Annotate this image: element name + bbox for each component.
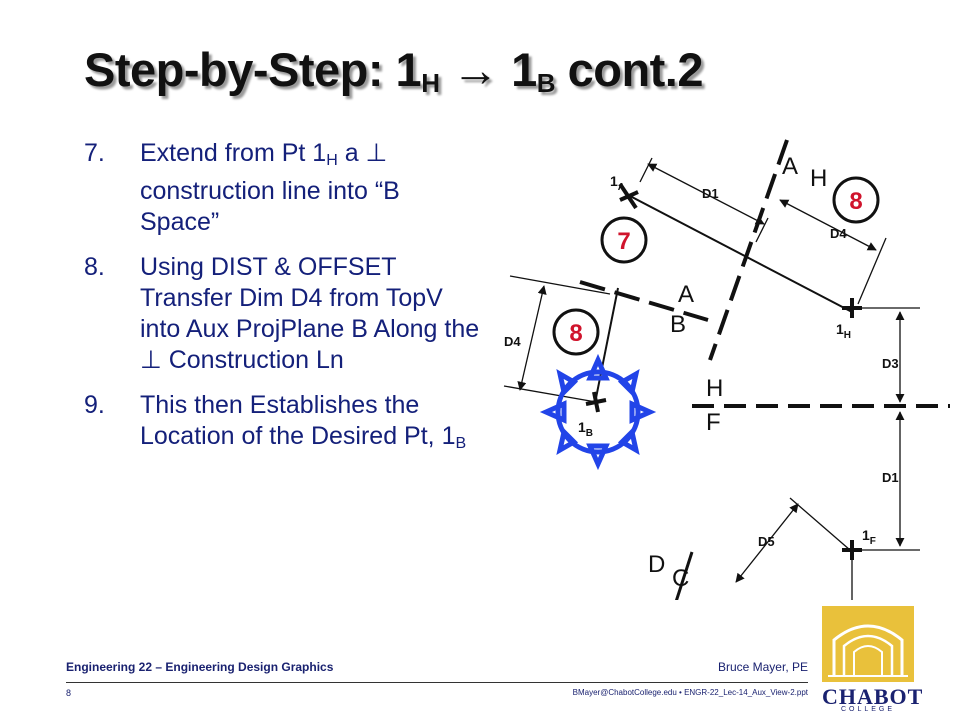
label-1h: 1H [836,321,851,341]
label-plane-a-mid: A [678,281,694,308]
label-d4-left: D4 [504,334,521,349]
callout-8-top: 8 [832,176,880,224]
fold-line-dc [674,551,694,600]
label-plane-b-mid: B [670,311,686,338]
page-number: 8 [66,688,72,698]
star-burst-icon [539,353,657,471]
logo-name: CHABOT [822,684,924,709]
callout-7: 7 [600,216,648,264]
step-list: 7. Extend from Pt 1H a ⊥ construction li… [84,138,484,473]
label-1a: 1A [610,173,625,193]
label-d3: D3 [882,356,899,371]
footer-file: BMayer@ChabotCollege.edu • ENGR-22_Lec-1… [572,688,808,697]
step-item-7: 7. Extend from Pt 1H a ⊥ construction li… [84,139,400,236]
label-1f: 1F [862,527,876,547]
label-plane-c: C [672,565,689,592]
auxiliary-view-diagram: 8 7 8 1A D1 A H D4 1H A B D4 1B D3 H F D… [503,139,950,600]
label-plane-h-top: H [810,165,827,192]
footer-author: Bruce Mayer, PE [717,660,808,674]
label-1b: 1B [578,419,593,439]
callout-8-left: 8 [552,308,600,356]
chabot-logo-icon [822,606,914,682]
svg-text:8: 8 [849,188,862,215]
label-plane-a-top: A [782,153,798,180]
fold-line-ab [579,280,709,322]
slide-title: Step-by-Step: 1H → 1B cont.2 [84,43,703,98]
svg-text:8: 8 [569,320,582,347]
label-plane-h-right: H [706,375,723,402]
svg-text:7: 7 [617,228,630,255]
label-d1-top: D1 [702,186,719,201]
step-item-8: 8. Using DIST & OFFSET Transfer Dim D4 f… [84,253,480,374]
label-d4-top: D4 [830,226,847,241]
step-item-9: 9. This then Establishes the Location of… [84,391,467,452]
logo-sub: COLLEGE [840,706,896,713]
label-plane-d: D [648,551,665,578]
fold-line-ah [708,139,789,361]
footer-divider [66,682,808,683]
footer-course: Engineering 22 – Engineering Design Grap… [66,660,334,674]
label-d5: D5 [758,534,775,549]
label-d1-right: D1 [882,470,899,485]
label-plane-f-right: F [706,409,721,436]
